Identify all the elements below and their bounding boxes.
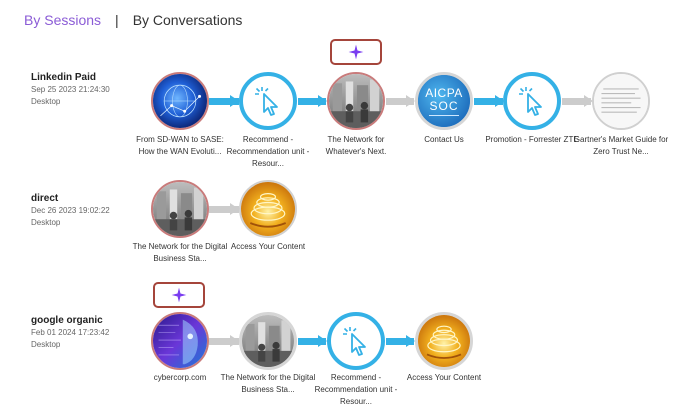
- ai-highlight-badge[interactable]: [330, 39, 382, 65]
- session-meta: direct Dec 26 2023 19:02:22 Desktop: [31, 193, 110, 229]
- session-date: Sep 25 2023 21:24:30: [31, 85, 110, 94]
- node-label: The Network for the Digital Business Sta…: [132, 242, 228, 263]
- session-source: direct: [31, 193, 59, 204]
- node-thumbnail: [151, 180, 209, 238]
- journey-arrow: [406, 95, 415, 107]
- journey-node[interactable]: [592, 72, 650, 130]
- journey-node[interactable]: [239, 72, 297, 130]
- node-thumbnail: [239, 72, 297, 130]
- node-thumbnail: [592, 72, 650, 130]
- badge-line2: SOC: [429, 98, 459, 113]
- session-device: Desktop: [31, 340, 61, 349]
- node-label: Gartner's Market Guide for Zero Trust Ne…: [573, 135, 669, 156]
- node-label: Recommend - Recommendation unit - Resour…: [314, 373, 398, 406]
- tab-by-sessions[interactable]: By Sessions: [24, 12, 102, 28]
- journey-connector: [474, 98, 503, 105]
- session-date: Feb 01 2024 17:23:42: [31, 328, 110, 337]
- node-thumbnail: [239, 180, 297, 238]
- sparkle-icon: [348, 44, 364, 60]
- journey-connector: [209, 206, 239, 213]
- journey-node[interactable]: [503, 72, 561, 130]
- tab-separator: |: [115, 12, 119, 28]
- node-thumbnail: [239, 312, 297, 370]
- journey-arrow: [318, 335, 327, 347]
- node-label: Access Your Content: [406, 373, 482, 382]
- node-thumbnail: AICPA SOC: [415, 72, 473, 130]
- journey-node[interactable]: [415, 312, 473, 370]
- node-label: Recommend - Recommendation unit - Resour…: [226, 135, 310, 168]
- journey-connector: [209, 338, 239, 345]
- journey-node[interactable]: [327, 72, 385, 130]
- journey-arrow: [318, 95, 327, 107]
- journey-arrow: [230, 95, 239, 107]
- journey-arrow: [230, 203, 239, 215]
- session-source: Linkedin Paid: [31, 72, 97, 83]
- journey-connector: [298, 338, 326, 345]
- ai-highlight-badge[interactable]: [153, 282, 205, 308]
- session-device: Desktop: [31, 97, 61, 106]
- node-thumbnail: [503, 72, 561, 130]
- journey-arrow: [406, 335, 415, 347]
- node-label: Access Your Content: [230, 242, 306, 251]
- golden-coins-image: [418, 315, 470, 367]
- node-thumbnail: [327, 312, 385, 370]
- journey-node[interactable]: [151, 312, 209, 370]
- journey-node[interactable]: [239, 180, 297, 238]
- session-source: google organic: [31, 315, 103, 326]
- node-thumbnail: [151, 72, 209, 130]
- journey-node[interactable]: [327, 312, 385, 370]
- journey-arrow: [584, 95, 593, 107]
- node-label: cybercorp.com: [153, 373, 207, 382]
- session-date: Dec 26 2023 19:02:22: [31, 206, 110, 215]
- tab-by-conversations[interactable]: By Conversations: [132, 12, 243, 28]
- click-icon: [255, 87, 278, 116]
- node-thumbnail: [327, 72, 385, 130]
- node-label: Contact Us: [424, 135, 464, 144]
- session-meta: google organic Feb 01 2024 17:23:42 Desk…: [31, 315, 109, 351]
- journey-node[interactable]: [239, 312, 297, 370]
- aicpa-soc-badge: [418, 75, 470, 127]
- journey-connector: [562, 98, 591, 105]
- click-icon: [343, 327, 366, 356]
- session-meta: Linkedin Paid Sep 25 2023 21:24:30 Deskt…: [31, 72, 110, 108]
- click-icon: [519, 87, 542, 116]
- node-label: Promotion - Forrester ZTE: [485, 135, 579, 144]
- journey-connector: [386, 98, 414, 105]
- node-thumbnail: [151, 312, 209, 370]
- office-photo: [329, 74, 383, 128]
- journey-node[interactable]: [151, 72, 209, 130]
- golden-coins-image: [241, 182, 295, 236]
- node-thumbnail: [415, 312, 473, 370]
- journey-connector: [209, 98, 239, 105]
- office-photo: [153, 182, 207, 236]
- journey-arrow: [495, 95, 504, 107]
- network-globe-image: [153, 74, 207, 128]
- journey-connector: [298, 98, 326, 105]
- node-label: The Network for the Digital Business Sta…: [220, 373, 316, 394]
- node-label: The Network for Whatever's Next.: [325, 135, 387, 156]
- badge-underline: [429, 114, 459, 116]
- session-device: Desktop: [31, 218, 61, 227]
- session-view-tabs: By Sessions | By Conversations: [24, 10, 242, 30]
- journey-node[interactable]: AICPA SOC: [415, 72, 473, 130]
- node-label: From SD-WAN to SASE: How the WAN Evoluti…: [136, 135, 224, 156]
- office-photo: [242, 315, 294, 367]
- journey-connector: [386, 338, 414, 345]
- journey-node[interactable]: [151, 180, 209, 238]
- document-thumbnail: [594, 74, 648, 128]
- badge-line1: AICPA: [425, 85, 463, 100]
- cyber-face-image: [153, 314, 207, 368]
- sparkle-icon: [171, 287, 187, 303]
- journey-arrow: [230, 335, 239, 347]
